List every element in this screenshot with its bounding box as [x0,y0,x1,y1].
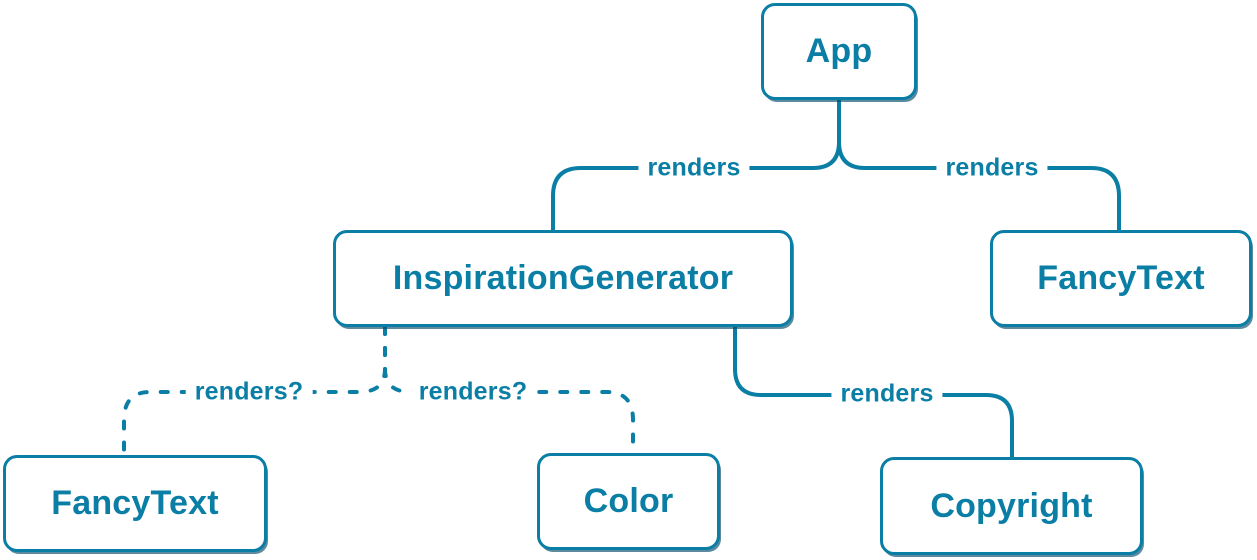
node-fancy-text-top-label: FancyText [1037,259,1205,297]
node-app-label: App [805,32,873,70]
node-app: App [761,3,917,100]
node-fancy-text-bottom-label: FancyText [51,484,219,522]
edge-label-renders-app-inspirationgenerator: renders [638,153,750,183]
node-copyright-label: Copyright [930,486,1093,525]
edge-label-renders-question-color: renders? [409,377,537,407]
node-color-label: Color [583,482,674,520]
node-copyright: Copyright [880,457,1143,555]
node-inspiration-generator-label: InspirationGenerator [392,259,734,297]
edge-label-renders-app-fancytext: renders [936,153,1048,183]
node-fancy-text-bottom: FancyText [3,455,267,552]
node-color: Color [537,453,720,550]
edge-inspirationgenerator-to-fancytext [122,325,387,457]
edge-label-renders-question-fancytext: renders? [185,377,313,407]
edge-label-renders-copyright: renders [831,379,943,409]
node-fancy-text-top: FancyText [990,230,1252,327]
node-inspiration-generator: InspirationGenerator [333,230,793,327]
